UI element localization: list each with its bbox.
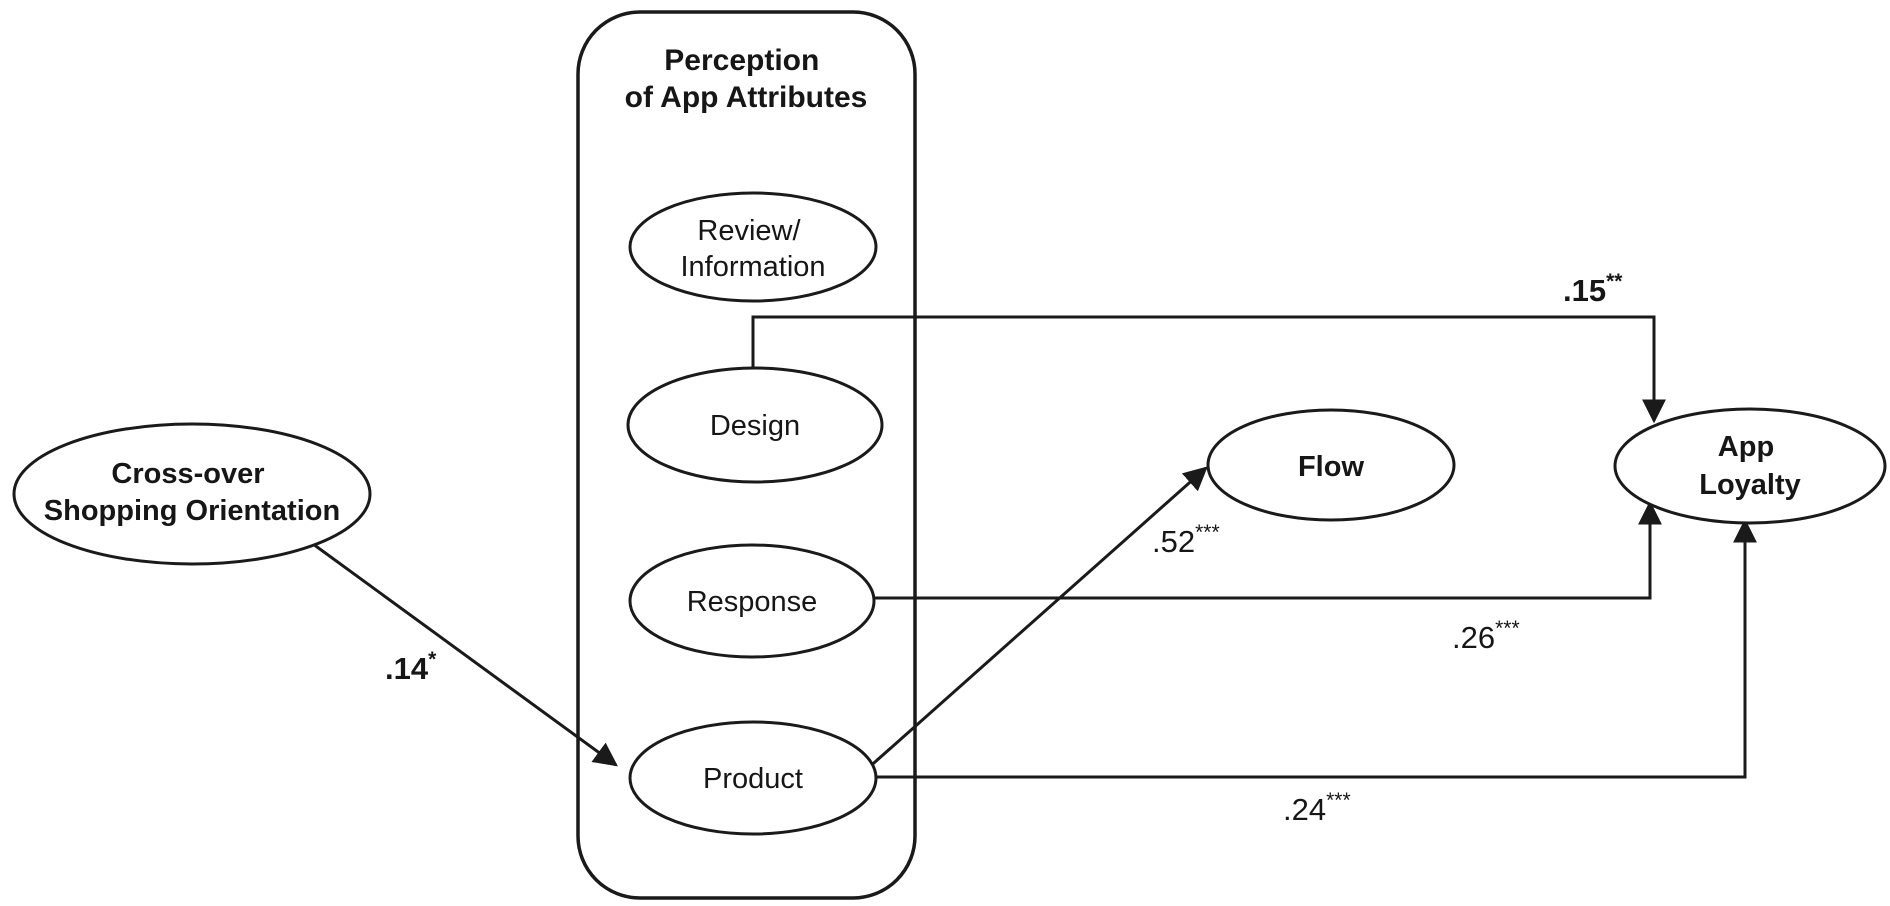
review-information-node xyxy=(628,191,878,303)
edge-product-to-flow xyxy=(865,466,1208,772)
coefficient-design-to-loyalty: .15** xyxy=(1563,270,1623,308)
flow-node xyxy=(1206,408,1456,522)
edge-response-to-loyalty xyxy=(868,500,1662,600)
perception-box-title: Perception of App Attributes xyxy=(625,44,868,114)
design-node-label: Design xyxy=(710,410,800,442)
coefficient-product-to-loyalty: .24*** xyxy=(1283,789,1351,827)
product-node-label: Product xyxy=(703,763,803,795)
coefficient-product-to-flow: .52*** xyxy=(1152,521,1220,559)
product-node xyxy=(628,720,878,836)
edge-crossover-to-product xyxy=(312,542,618,767)
app-loyalty-node-label: App Loyalty xyxy=(1699,431,1801,501)
flow-node-label: Flow xyxy=(1298,451,1364,483)
design-node xyxy=(626,366,884,484)
review-information-node-label: Review/ Information xyxy=(680,215,825,283)
app-loyalty-node xyxy=(1613,407,1887,525)
crossover-node xyxy=(12,422,372,566)
perception-attributes-box xyxy=(576,10,917,900)
response-node-label: Response xyxy=(687,586,818,618)
coefficient-response-to-loyalty: .26*** xyxy=(1452,617,1520,655)
crossover-node-label: Cross-over Shopping Orientation xyxy=(44,458,340,527)
edge-design-to-loyalty xyxy=(751,315,1666,424)
edge-product-to-loyalty xyxy=(870,518,1757,779)
response-node xyxy=(628,543,876,659)
coefficient-crossover-to-product: .14* xyxy=(385,648,437,686)
